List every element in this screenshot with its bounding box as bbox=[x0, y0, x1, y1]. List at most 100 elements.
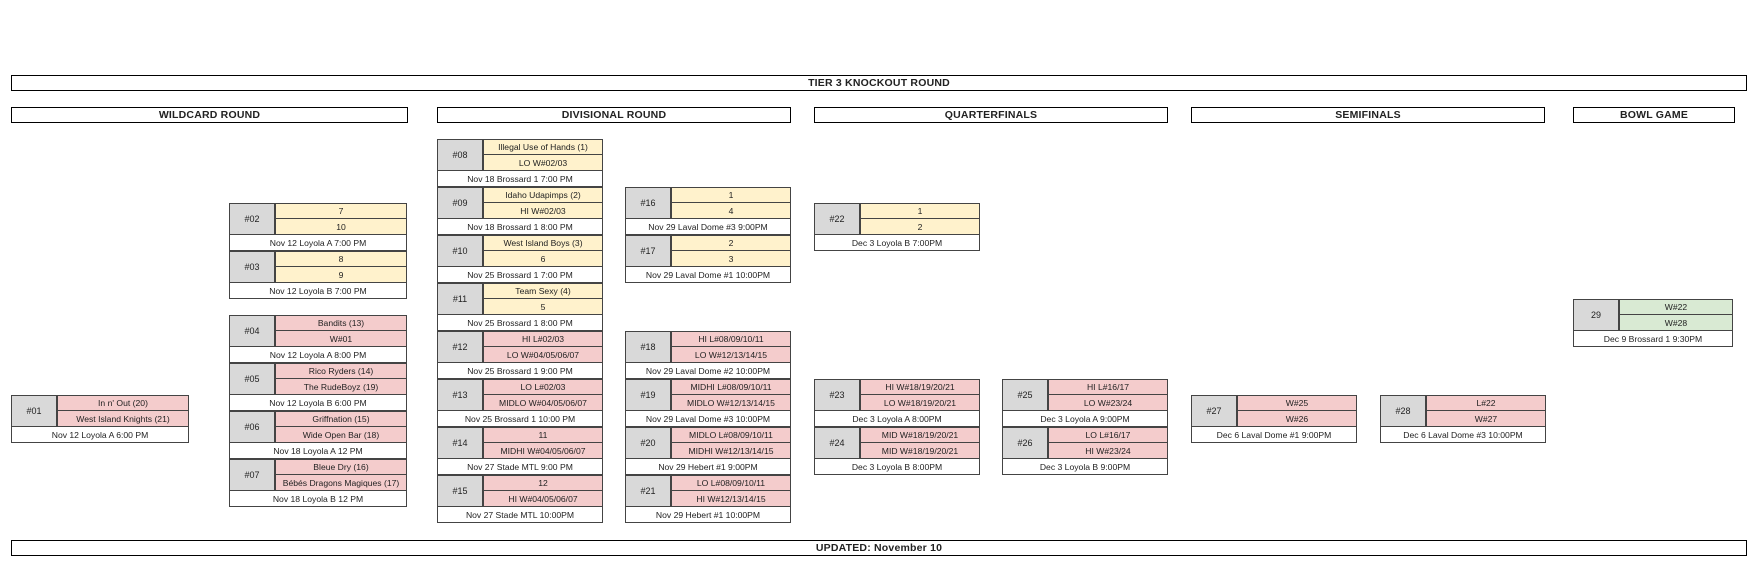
game-number: #23 bbox=[814, 379, 860, 411]
game-schedule: Nov 18 Brossard 1 7:00 PM bbox=[437, 171, 603, 187]
game-schedule: Dec 3 Loyola B 7:00PM bbox=[814, 235, 980, 251]
game-13: #13 LO L#02/03 MIDLO W#04/05/06/07 Nov 2… bbox=[437, 379, 603, 427]
team-slot: 2 bbox=[860, 219, 980, 235]
team-slot: 8 bbox=[275, 251, 407, 267]
game-schedule: Dec 3 Loyola B 8:00PM bbox=[814, 459, 980, 475]
game-schedule: Nov 12 Loyola B 7:00 PM bbox=[229, 283, 407, 299]
team-slot: MIDHI L#08/09/10/11 bbox=[671, 379, 791, 395]
game-19: #19 MIDHI L#08/09/10/11 MIDLO W#12/13/14… bbox=[625, 379, 791, 427]
game-29: 29 W#22 W#28 Dec 9 Brossard 1 9:30PM bbox=[1573, 299, 1733, 347]
team-slot: 9 bbox=[275, 267, 407, 283]
game-schedule: Nov 25 Brossard 1 10:00 PM bbox=[437, 411, 603, 427]
game-number: #24 bbox=[814, 427, 860, 459]
team-slot: 10 bbox=[275, 219, 407, 235]
round-header-wildcard: WILDCARD ROUND bbox=[11, 107, 408, 123]
game-schedule: Nov 12 Loyola A 7:00 PM bbox=[229, 235, 407, 251]
team-slot: HI L#08/09/10/11 bbox=[671, 331, 791, 347]
game-11: #11 Team Sexy (4) 5 Nov 25 Brossard 1 8:… bbox=[437, 283, 603, 331]
game-14: #14 11 MIDHI W#04/05/06/07 Nov 27 Stade … bbox=[437, 427, 603, 475]
game-schedule: Nov 29 Laval Dome #2 10:00PM bbox=[625, 363, 791, 379]
game-20: #20 MIDLO L#08/09/10/11 MIDHI W#12/13/14… bbox=[625, 427, 791, 475]
game-number: #20 bbox=[625, 427, 671, 459]
game-number: #26 bbox=[1002, 427, 1048, 459]
game-schedule: Nov 29 Laval Dome #1 10:00PM bbox=[625, 267, 791, 283]
game-schedule: Nov 27 Stade MTL 9:00 PM bbox=[437, 459, 603, 475]
team-slot: Idaho Udapimps (2) bbox=[483, 187, 603, 203]
game-23: #23 HI W#18/19/20/21 LO W#18/19/20/21 De… bbox=[814, 379, 980, 427]
game-schedule: Dec 6 Laval Dome #1 9:00PM bbox=[1191, 427, 1357, 443]
game-08: #08 Illegal Use of Hands (1) LO W#02/03 … bbox=[437, 139, 603, 187]
game-schedule: Nov 25 Brossard 1 7:00 PM bbox=[437, 267, 603, 283]
game-schedule: Nov 29 Hebert #1 9:00PM bbox=[625, 459, 791, 475]
team-slot: HI W#23/24 bbox=[1048, 443, 1168, 459]
game-number: #22 bbox=[814, 203, 860, 235]
game-schedule: Nov 18 Loyola B 12 PM bbox=[229, 491, 407, 507]
game-schedule: Nov 18 Brossard 1 8:00 PM bbox=[437, 219, 603, 235]
game-25: #25 HI L#16/17 LO W#23/24 Dec 3 Loyola A… bbox=[1002, 379, 1168, 427]
team-slot: Team Sexy (4) bbox=[483, 283, 603, 299]
game-number: #27 bbox=[1191, 395, 1237, 427]
team-slot: HI W#18/19/20/21 bbox=[860, 379, 980, 395]
game-10: #10 West Island Boys (3) 6 Nov 25 Brossa… bbox=[437, 235, 603, 283]
team-slot: MID W#18/19/20/21 bbox=[860, 443, 980, 459]
game-02: #02 7 10 Nov 12 Loyola A 7:00 PM bbox=[229, 203, 407, 251]
team-slot: W#01 bbox=[275, 331, 407, 347]
game-schedule: Nov 12 Loyola A 6:00 PM bbox=[11, 427, 189, 443]
game-03: #03 8 9 Nov 12 Loyola B 7:00 PM bbox=[229, 251, 407, 299]
game-number: #15 bbox=[437, 475, 483, 507]
game-12: #12 HI L#02/03 LO W#04/05/06/07 Nov 25 B… bbox=[437, 331, 603, 379]
round-header-quarterfinals: QUARTERFINALS bbox=[814, 107, 1168, 123]
team-slot: MIDLO W#04/05/06/07 bbox=[483, 395, 603, 411]
game-number: #14 bbox=[437, 427, 483, 459]
team-slot: L#22 bbox=[1426, 395, 1546, 411]
game-16: #16 1 4 Nov 29 Laval Dome #3 9:00PM bbox=[625, 187, 791, 235]
game-schedule: Dec 3 Loyola B 9:00PM bbox=[1002, 459, 1168, 475]
game-26: #26 LO L#16/17 HI W#23/24 Dec 3 Loyola B… bbox=[1002, 427, 1168, 475]
team-slot: MIDHI W#04/05/06/07 bbox=[483, 443, 603, 459]
team-slot: MIDHI W#12/13/14/15 bbox=[671, 443, 791, 459]
team-slot: LO L#08/09/10/11 bbox=[671, 475, 791, 491]
game-09: #09 Idaho Udapimps (2) HI W#02/03 Nov 18… bbox=[437, 187, 603, 235]
game-number: #02 bbox=[229, 203, 275, 235]
updated-banner: UPDATED: November 10 bbox=[11, 540, 1747, 556]
game-number: #01 bbox=[11, 395, 57, 427]
game-schedule: Nov 18 Loyola A 12 PM bbox=[229, 443, 407, 459]
game-number: 29 bbox=[1573, 299, 1619, 331]
team-slot: LO L#02/03 bbox=[483, 379, 603, 395]
round-header-bowl-game: BOWL GAME bbox=[1573, 107, 1735, 123]
team-slot: West Island Knights (21) bbox=[57, 411, 189, 427]
game-number: #16 bbox=[625, 187, 671, 219]
game-27: #27 W#25 W#26 Dec 6 Laval Dome #1 9:00PM bbox=[1191, 395, 1357, 443]
game-schedule: Nov 12 Loyola B 6:00 PM bbox=[229, 395, 407, 411]
round-header-divisional: DIVISIONAL ROUND bbox=[437, 107, 791, 123]
game-schedule: Dec 3 Loyola A 8:00PM bbox=[814, 411, 980, 427]
game-number: #05 bbox=[229, 363, 275, 395]
game-05: #05 Rico Ryders (14) The RudeBoyz (19) N… bbox=[229, 363, 407, 411]
game-schedule: Nov 29 Laval Dome #3 9:00PM bbox=[625, 219, 791, 235]
team-slot: MIDLO L#08/09/10/11 bbox=[671, 427, 791, 443]
team-slot: Bébés Dragons Magiques (17) bbox=[275, 475, 407, 491]
team-slot: Illegal Use of Hands (1) bbox=[483, 139, 603, 155]
game-22: #22 1 2 Dec 3 Loyola B 7:00PM bbox=[814, 203, 980, 251]
game-schedule: Nov 29 Laval Dome #3 10:00PM bbox=[625, 411, 791, 427]
team-slot: HI W#12/13/14/15 bbox=[671, 491, 791, 507]
game-15: #15 12 HI W#04/05/06/07 Nov 27 Stade MTL… bbox=[437, 475, 603, 523]
team-slot: 12 bbox=[483, 475, 603, 491]
team-slot: 7 bbox=[275, 203, 407, 219]
team-slot: 1 bbox=[671, 187, 791, 203]
team-slot: W#22 bbox=[1619, 299, 1733, 315]
team-slot: MIDLO W#12/13/14/15 bbox=[671, 395, 791, 411]
round-header-semifinals: SEMIFINALS bbox=[1191, 107, 1545, 123]
game-schedule: Nov 29 Hebert #1 10:00PM bbox=[625, 507, 791, 523]
team-slot: HI W#02/03 bbox=[483, 203, 603, 219]
team-slot: HI W#04/05/06/07 bbox=[483, 491, 603, 507]
game-number: #21 bbox=[625, 475, 671, 507]
team-slot: LO W#18/19/20/21 bbox=[860, 395, 980, 411]
game-24: #24 MID W#18/19/20/21 MID W#18/19/20/21 … bbox=[814, 427, 980, 475]
team-slot: Bleue Dry (16) bbox=[275, 459, 407, 475]
game-number: #28 bbox=[1380, 395, 1426, 427]
team-slot: 2 bbox=[671, 235, 791, 251]
game-number: #06 bbox=[229, 411, 275, 443]
team-slot: 3 bbox=[671, 251, 791, 267]
team-slot: LO L#16/17 bbox=[1048, 427, 1168, 443]
